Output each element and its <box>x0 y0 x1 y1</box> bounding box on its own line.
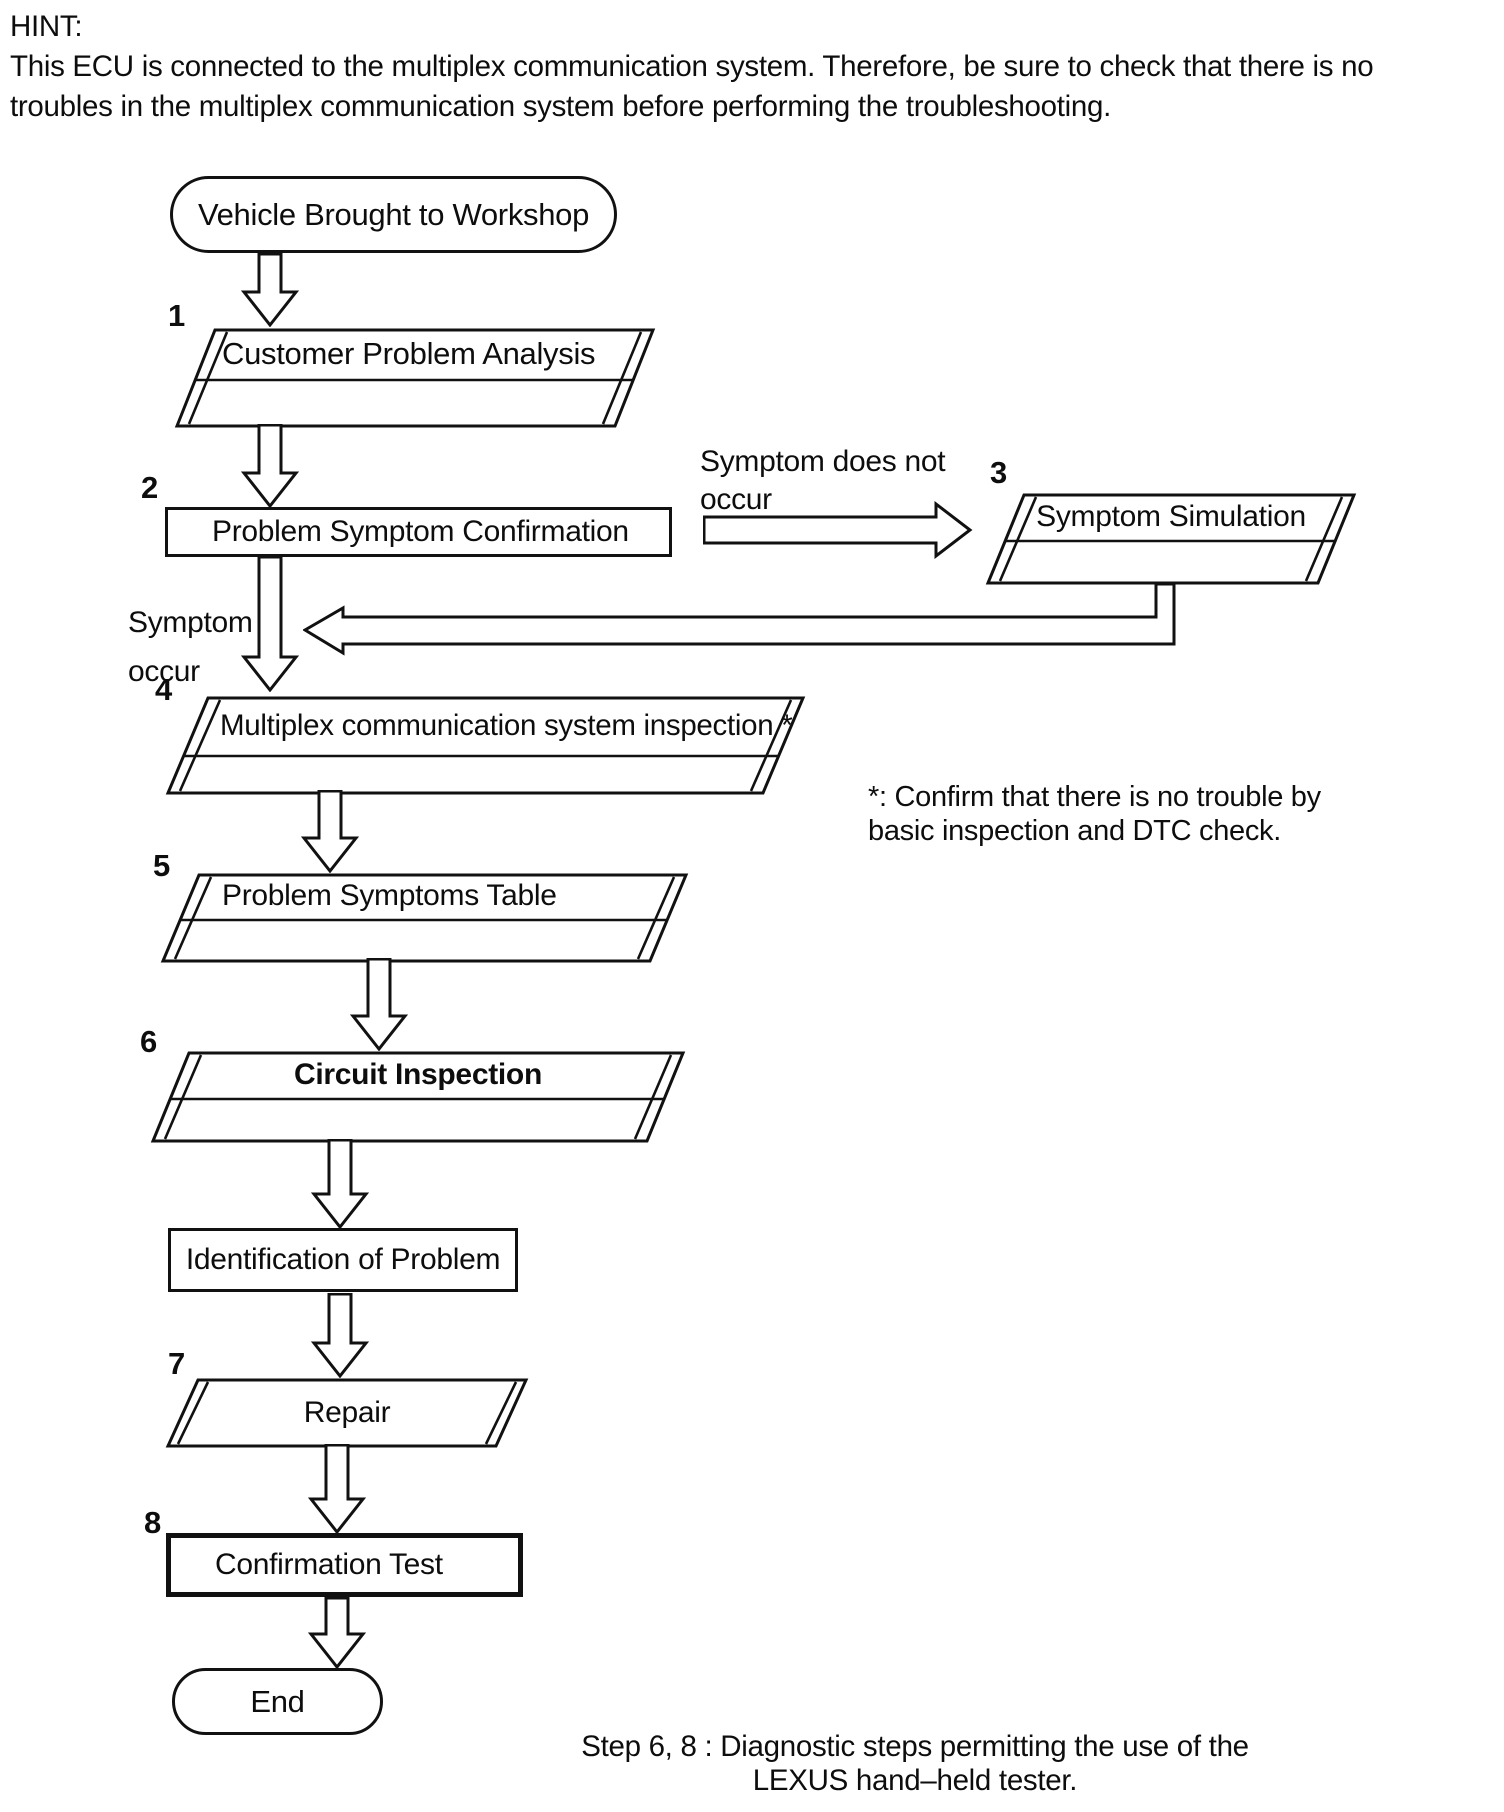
step5-parallelogram: Problem Symptoms Table <box>160 872 689 964</box>
arrow-identification-to-step7 <box>311 1293 369 1378</box>
step4-number: 4 <box>155 672 173 707</box>
step8-number: 8 <box>144 1505 162 1540</box>
arrow-step3-return <box>303 582 1176 656</box>
footnote: *: Confirm that there is no trouble by b… <box>868 780 1321 848</box>
footnote-line-2: basic inspection and DTC check. <box>868 815 1282 847</box>
step2-label: Problem Symptom Confirmation <box>212 515 629 548</box>
step5-label: Problem Symptoms Table <box>222 879 557 912</box>
step5-number: 5 <box>153 848 171 883</box>
edge-label-line-1: Symptom <box>128 606 253 639</box>
edge-label-symptom-does-not-occur: Symptom does not occur <box>700 443 946 519</box>
step2-rectangle: Problem Symptom Confirmation <box>165 507 672 557</box>
arrow-step7-to-step8 <box>308 1444 366 1534</box>
step3-label: Symptom Simulation <box>1036 499 1306 533</box>
step3-number: 3 <box>990 455 1008 490</box>
arrow-step4-to-step5 <box>301 790 359 873</box>
arrow-start-to-step1 <box>241 253 299 327</box>
step4-label: Multiplex communication system inspectio… <box>220 708 793 742</box>
arrow-step6-to-identification <box>311 1139 369 1229</box>
footnote-line-1: *: Confirm that there is no trouble by <box>868 781 1321 813</box>
step4-parallelogram: Multiplex communication system inspectio… <box>165 695 806 796</box>
step6-label: Circuit Inspection <box>294 1057 542 1091</box>
end-terminator-label: End <box>250 1683 305 1719</box>
caption-line-1: Step 6, 8 : Diagnostic steps permitting … <box>581 1730 1249 1763</box>
step7-label: Repair <box>303 1396 391 1429</box>
identification-label: Identification of Problem <box>185 1243 501 1276</box>
diagram-caption: Step 6, 8 : Diagnostic steps permitting … <box>535 1730 1295 1798</box>
step7-parallelogram: Repair <box>165 1377 529 1449</box>
step1-parallelogram: Customer Problem Analysis <box>174 327 656 429</box>
step1-label: Customer Problem Analysis <box>222 335 596 371</box>
edge-label-line-2: occur <box>700 483 772 516</box>
step8-label: Confirmation Test <box>215 1548 443 1581</box>
step1-number: 1 <box>168 298 186 333</box>
arrow-step2-to-step3 <box>703 501 973 559</box>
hint-text-line-2: troubles in the multiplex communication … <box>10 90 1111 123</box>
edge-label-line-2: occur <box>128 655 200 688</box>
hint-label: HINT: <box>10 10 83 43</box>
step2-number: 2 <box>141 470 159 505</box>
step6-number: 6 <box>140 1024 158 1059</box>
step8-rectangle: Confirmation Test <box>166 1533 523 1597</box>
arrow-step1-to-step2 <box>241 424 299 508</box>
start-terminator-label: Vehicle Brought to Workshop <box>197 196 590 232</box>
identification-rectangle: Identification of Problem <box>168 1228 518 1292</box>
hint-text-line-1: This ECU is connected to the multiplex c… <box>10 50 1374 83</box>
edge-label-symptom-occur: Symptom occur <box>128 598 253 696</box>
step3-parallelogram: Symptom Simulation <box>985 492 1357 586</box>
step7-number: 7 <box>168 1346 186 1381</box>
arrow-step8-to-end <box>308 1597 366 1669</box>
edge-label-line-1: Symptom does not <box>700 445 946 478</box>
arrow-step5-to-step6 <box>350 958 408 1051</box>
step6-parallelogram: Circuit Inspection <box>150 1050 686 1144</box>
end-terminator: End <box>172 1668 383 1735</box>
arrow-step2-to-step4 <box>241 556 299 692</box>
caption-line-2: LEXUS hand–held tester. <box>752 1764 1078 1797</box>
start-terminator: Vehicle Brought to Workshop <box>170 176 617 253</box>
